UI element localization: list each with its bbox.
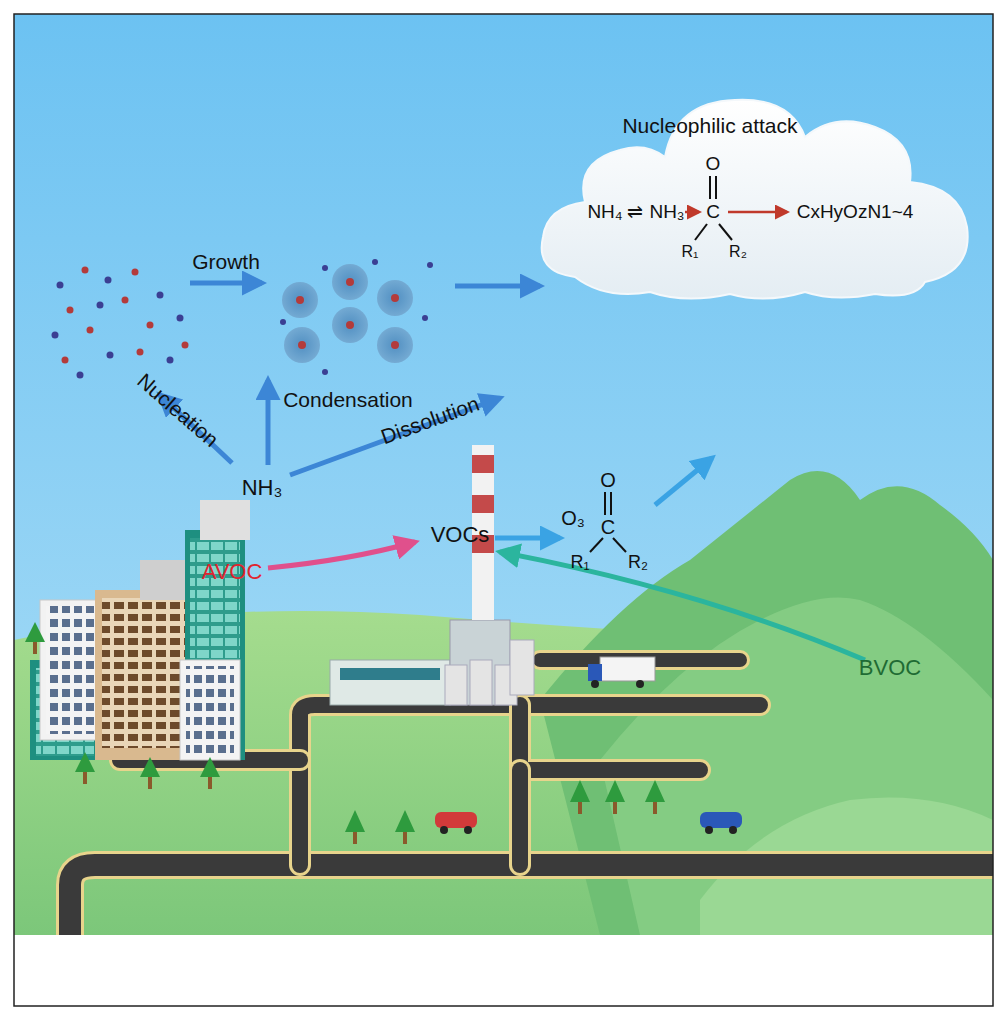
cloud-shape — [535, 72, 975, 302]
atom-label: C — [601, 516, 615, 538]
group-label: R₁ — [570, 553, 589, 573]
reaction-text: R₁ — [682, 243, 699, 261]
source-label: AVOC — [202, 560, 263, 584]
reaction-text: ⇌ — [627, 202, 643, 223]
cloud-heading: Nucleophilic attack — [622, 114, 797, 137]
group-label: R₂ — [628, 553, 648, 573]
process-label: Condensation — [283, 388, 413, 411]
reaction-text: NH₄ — [587, 202, 622, 223]
reaction-text: CxHyOzN1~4 — [797, 202, 914, 223]
reaction-cloud: Nucleophilic attackNH₄⇌ NH₃ O C R₁ R₂ CxHyOzN1… — [535, 72, 975, 302]
source-label: BVOC — [859, 656, 921, 680]
reaction-text: O — [706, 154, 721, 175]
atom-label: O — [600, 469, 616, 491]
process-label: Growth — [192, 250, 260, 273]
species-label: NH₃ — [242, 476, 283, 500]
reaction-text: R₂ — [729, 243, 747, 261]
species-label: VOCs — [431, 523, 490, 547]
reaction-text: C — [706, 202, 720, 223]
oxidant-label: O₃ — [561, 507, 585, 529]
reaction-text: NH₃ — [649, 202, 684, 223]
